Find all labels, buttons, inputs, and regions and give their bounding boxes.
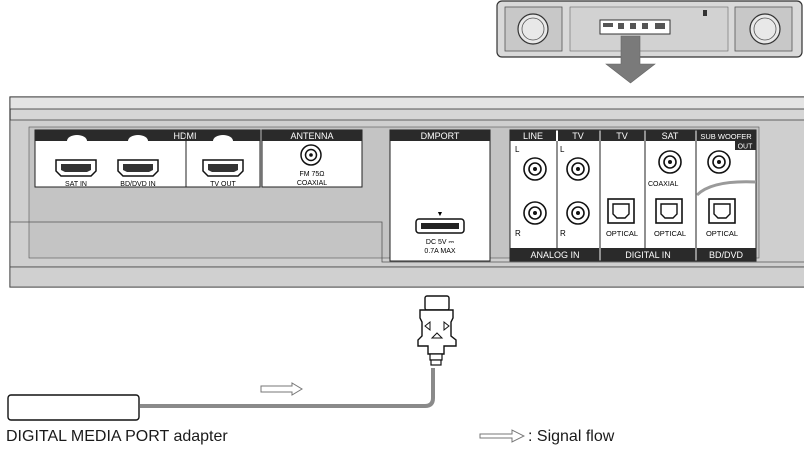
signal-flow-arrow-icon [260, 382, 303, 396]
hdmi-sat-in-port[interactable] [55, 159, 97, 177]
sat-coaxial-jack[interactable] [658, 150, 682, 174]
dmport-socket[interactable] [415, 218, 465, 234]
hdmi-tv-out-label: TV OUT [210, 181, 236, 188]
unit-rear-thumbnail [496, 0, 803, 58]
adapter-caption: DIGITAL MEDIA PORT adapter [6, 428, 228, 445]
sat-optical-jack[interactable] [655, 198, 683, 224]
hdmi-bd-dvd-in-port[interactable] [117, 159, 159, 177]
audio-jack-panel: LINE TV TV SAT SUB WOOFER OUT L L R R [509, 129, 757, 262]
zoom-down-arrow [605, 35, 656, 84]
line-r-label: R [515, 229, 521, 238]
dmport-section: DMPORT ▼ DC 5V ⎓ 0.7A MAX [389, 129, 491, 262]
line-header: LINE [523, 131, 543, 141]
dmport-plug[interactable] [417, 295, 457, 366]
signal-flow-legend-icon [479, 429, 525, 443]
sat-optical-label: OPTICAL [654, 229, 686, 238]
tv-optical-label: OPTICAL [606, 229, 638, 238]
dmport-rating-voltage: DC 5V ⎓ [426, 239, 455, 246]
tv-r-label: R [560, 229, 566, 238]
dmport-marker: ▼ [437, 211, 444, 218]
hdmi-header: HDMI [174, 131, 197, 141]
subwoofer-header: SUB WOOFER [700, 132, 752, 141]
tv-l-jack[interactable] [566, 157, 590, 181]
sat-header: SAT [662, 131, 679, 141]
fm-antenna-jack[interactable] [300, 144, 322, 166]
hdmi-section: HDMI SAT IN BD/DVD IN TV OUT [34, 129, 261, 188]
tv-l-label: L [560, 145, 565, 154]
tv-optical-jack[interactable] [607, 198, 635, 224]
subwoofer-out-jack[interactable] [707, 150, 731, 174]
tv-r-jack[interactable] [566, 201, 590, 225]
subwoofer-out-label: OUT [738, 144, 754, 151]
bd-dvd-footer: BD/DVD [709, 250, 744, 260]
hdmi-bd-dvd-in-label: BD/DVD IN [120, 181, 155, 188]
hdmi-tv-out-port[interactable] [202, 159, 244, 177]
line-l-jack[interactable] [523, 157, 547, 181]
antenna-coaxial-label: COAXIAL [297, 180, 327, 187]
antenna-section: ANTENNA FM 75Ω COAXIAL [261, 129, 363, 188]
analog-in-footer: ANALOG IN [530, 250, 579, 260]
bd-dvd-optical-label: OPTICAL [706, 229, 738, 238]
dmport-header: DMPORT [421, 131, 460, 141]
dmport-rating-current: 0.7A MAX [424, 248, 455, 255]
dmport-adapter[interactable] [7, 394, 140, 421]
line-r-jack[interactable] [523, 201, 547, 225]
sat-coaxial-label: COAXIAL [648, 181, 678, 188]
analog-tv-header: TV [572, 131, 584, 141]
digital-tv-header: TV [616, 131, 628, 141]
digital-in-footer: DIGITAL IN [625, 250, 671, 260]
antenna-header: ANTENNA [290, 131, 333, 141]
hdmi-sat-in-label: SAT IN [65, 181, 87, 188]
antenna-fm-label: FM 75Ω [299, 171, 324, 178]
bd-dvd-optical-jack[interactable] [708, 198, 736, 224]
line-l-label: L [515, 145, 520, 154]
dmport-cable [140, 368, 435, 408]
signal-flow-caption: : Signal flow [528, 428, 615, 445]
